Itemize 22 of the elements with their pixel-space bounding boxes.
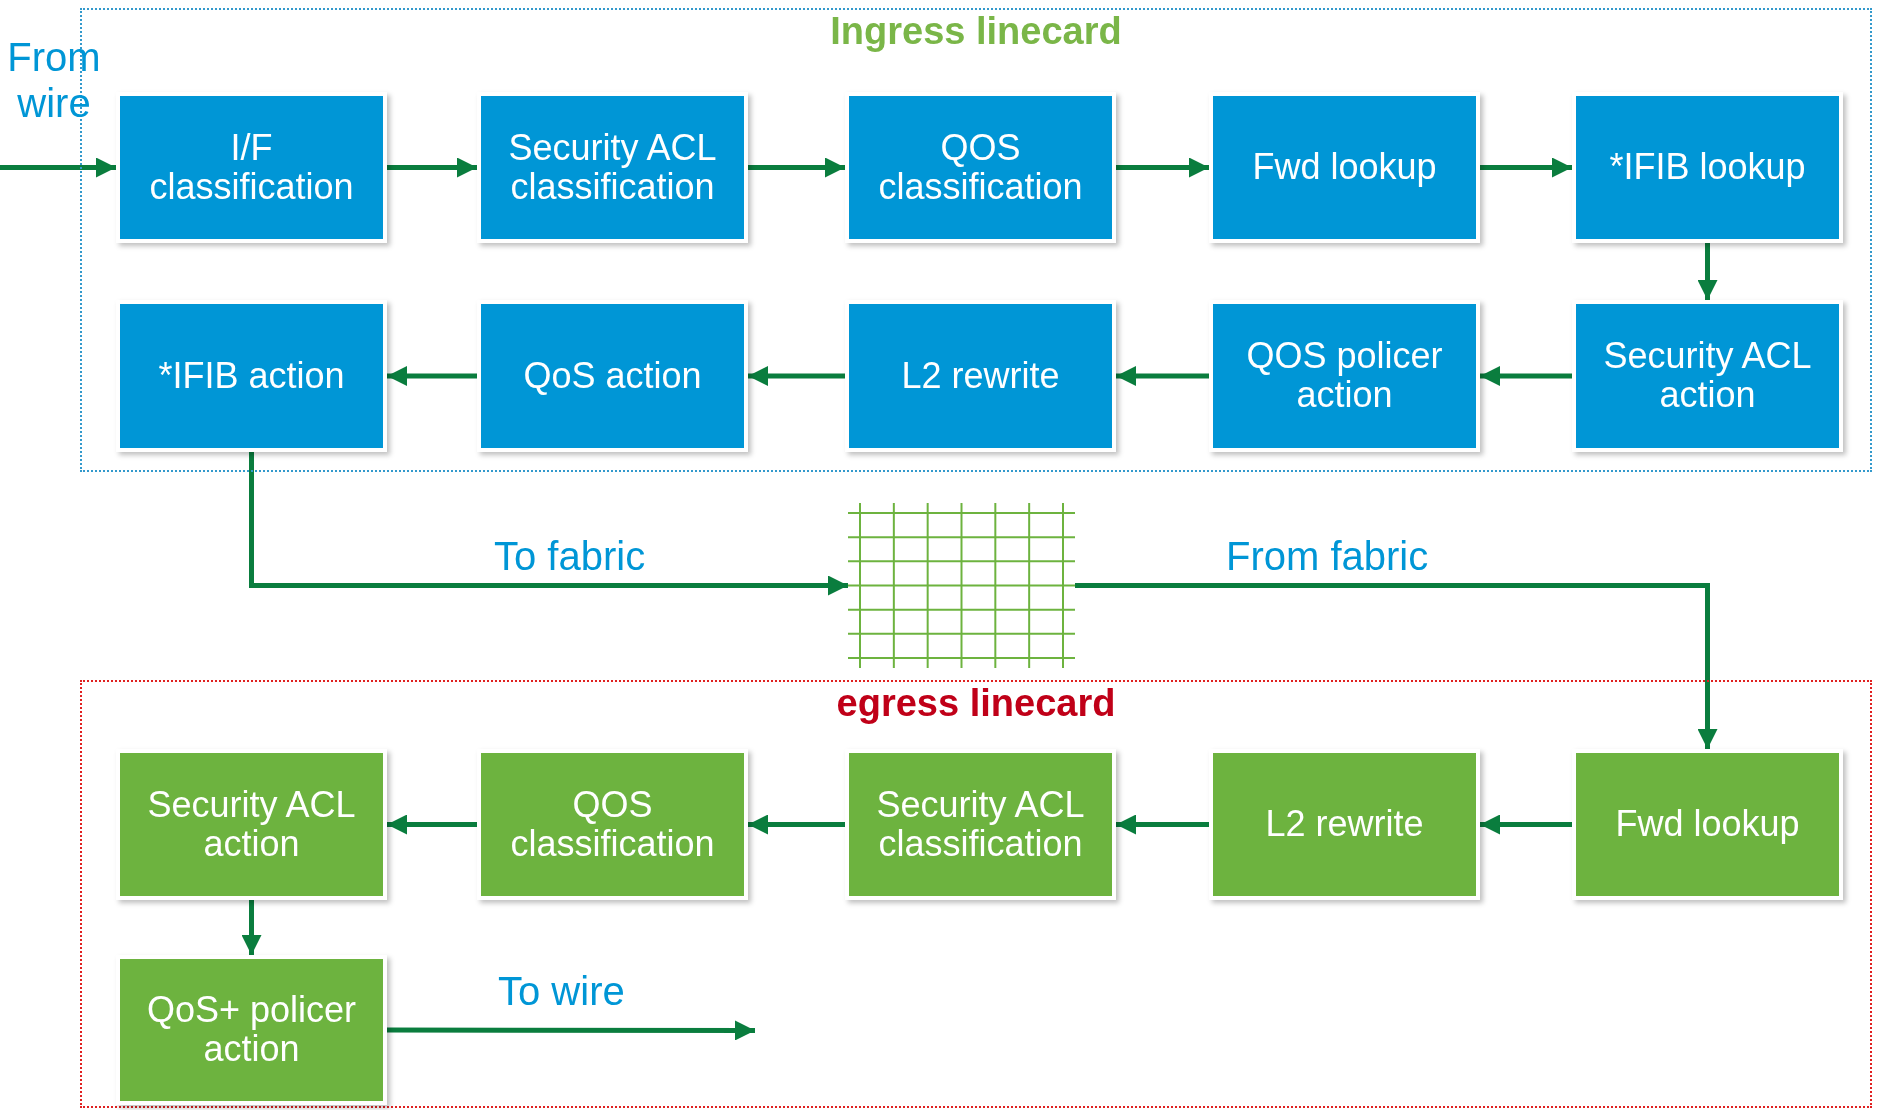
arrow [241, 900, 262, 955]
arrow [1116, 366, 1209, 386]
arrow [1116, 814, 1209, 835]
arrow [1480, 366, 1572, 386]
arrow [1697, 243, 1718, 300]
edge-label: From wire [6, 34, 102, 126]
arrow [748, 157, 845, 178]
arrow [748, 814, 845, 835]
group-title: Ingress linecard [830, 10, 1122, 53]
group-frame [80, 680, 1872, 1108]
arrow [387, 366, 477, 386]
arrow [387, 814, 477, 835]
arrow [1075, 583, 1718, 749]
arrow [1116, 157, 1209, 178]
arrow [748, 366, 845, 386]
group-title: egress linecard [836, 682, 1116, 725]
arrow [387, 157, 477, 178]
arrow [387, 1020, 755, 1041]
arrow [0, 157, 116, 178]
arrow [1480, 157, 1572, 178]
arrow [1480, 814, 1572, 835]
arrow [249, 452, 848, 596]
